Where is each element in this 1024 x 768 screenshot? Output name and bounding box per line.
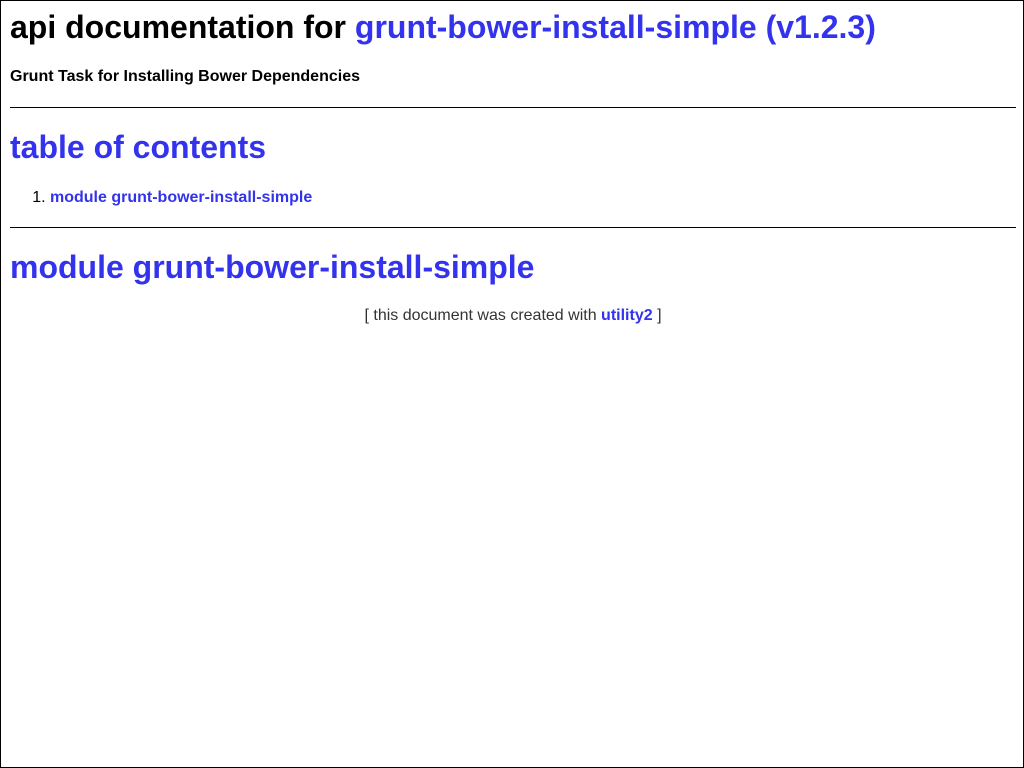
footer-close-bracket: ] [657,307,662,324]
toc-link-module[interactable]: module grunt-bower-install-simple [50,189,313,206]
module-heading[interactable]: module grunt-bower-install-simple [10,249,535,285]
footer-open-bracket: [ [364,307,369,324]
toc-list: module grunt-bower-install-simple [10,187,312,208]
title-prefix: api documentation for [10,9,346,45]
toc-heading: table of contents [10,129,267,165]
divider [10,227,1016,228]
footer-text: this document was created with [373,307,597,324]
page-title: api documentation for grunt-bower-instal… [10,9,876,46]
divider [10,107,1016,108]
utility2-link[interactable]: utility2 [601,307,653,324]
package-description: Grunt Task for Installing Bower Dependen… [10,68,360,85]
toc-list-item: module grunt-bower-install-simple [50,187,312,208]
footer: [ this document was created with utility… [10,306,1016,325]
package-link[interactable]: grunt-bower-install-simple (v1.2.3) [354,9,876,45]
